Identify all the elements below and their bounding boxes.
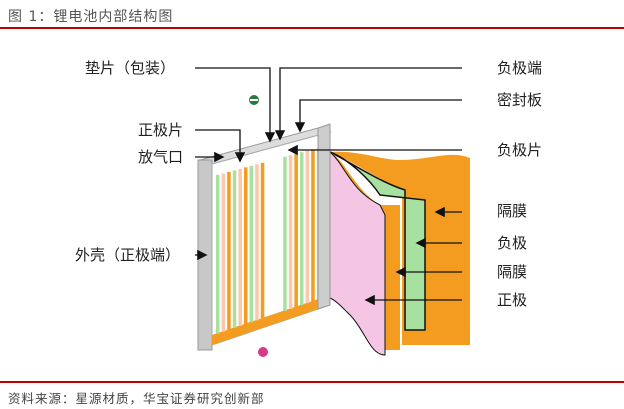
negative-terminal-leader	[274, 67, 462, 141]
source-note: 资料来源：星源材质，华宝证券研究创新部	[8, 391, 265, 406]
electrode-stripe	[238, 168, 242, 327]
positive-tab-leader	[195, 129, 246, 163]
label-negative-tab: 负极片	[497, 141, 543, 159]
label-gasket: 垫片（包装）	[85, 59, 176, 77]
top-rule	[0, 27, 624, 29]
label-separator-1: 隔膜	[497, 202, 528, 220]
electrode-stripe	[283, 156, 287, 311]
outer-orange-separator	[330, 151, 470, 345]
electrode-stripe	[244, 167, 248, 325]
electrode-stripe	[249, 165, 254, 323]
label-casing: 外壳（正极端）	[75, 246, 181, 264]
label-separator-2: 隔膜	[497, 263, 528, 281]
electrode-stripe	[227, 171, 231, 330]
electrode-stripe	[294, 153, 298, 307]
casing-bottom	[212, 295, 330, 345]
seal-plate-leader	[294, 99, 462, 133]
figure-title: 图 1：锂电池内部结构图	[8, 9, 174, 25]
label-negative-terminal: 负极端	[497, 59, 543, 77]
negative-layer-green	[329, 151, 426, 331]
label-vent: 放气口	[138, 148, 184, 166]
bottom-rule	[0, 381, 624, 383]
minus-glyph	[250, 99, 258, 101]
label-positive-electrode: 正极	[497, 291, 528, 309]
electrode-stripe	[305, 150, 310, 304]
positive-sign-icon	[258, 347, 268, 357]
electrode-stripe	[221, 173, 226, 332]
gasket-leader	[195, 67, 276, 143]
label-positive-tab: 正极片	[138, 121, 184, 139]
electrode-stripe	[216, 174, 220, 334]
electrode-stripe	[255, 164, 259, 321]
label-seal-plate: 密封板	[497, 91, 543, 109]
electrode-stripe	[300, 152, 304, 306]
electrode-stripe	[260, 162, 265, 319]
label-negative-electrode: 负极	[497, 234, 528, 252]
casing-right-edge	[317, 123, 331, 310]
inner-orange-separator	[330, 152, 400, 350]
electrode-stripe	[232, 170, 237, 328]
electrode-stripe	[288, 155, 293, 309]
electrode-stripe	[311, 149, 315, 302]
